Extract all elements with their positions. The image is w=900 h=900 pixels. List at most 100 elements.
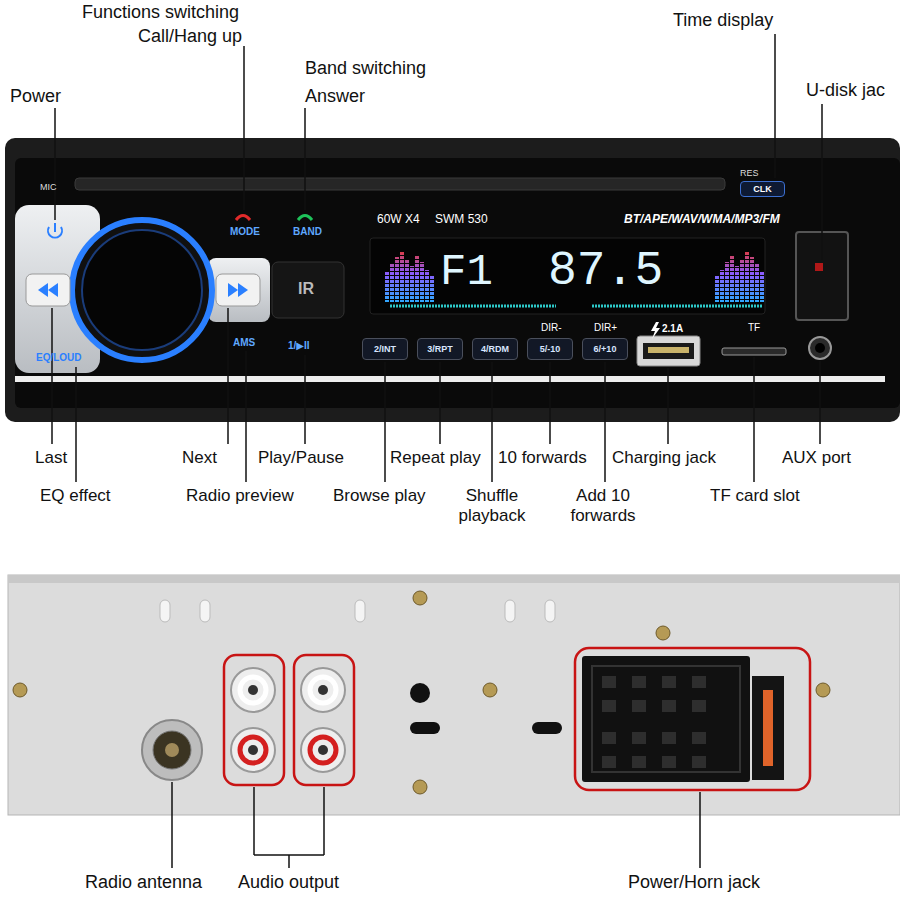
power-connector-part-part [632, 732, 646, 744]
lcd-display-part-part [430, 276, 434, 302]
aux-jack [809, 337, 831, 359]
callout-label: Charging jack [612, 448, 716, 468]
callout-label: TF card slot [710, 486, 800, 506]
front-panel-part [15, 158, 900, 408]
rear-leader-lines-part [171, 782, 173, 868]
usb-charging-port [637, 336, 700, 366]
rca-jacks-part [240, 677, 266, 703]
leader-lines-part [604, 362, 606, 482]
power-connector-part-part [692, 676, 706, 688]
panel-text: SWM 530 [435, 213, 488, 227]
button-key: CLK [740, 181, 785, 197]
screws-part [413, 780, 427, 794]
lcd-display-part-part [420, 262, 424, 302]
callout-label: EQ effect [40, 486, 111, 506]
leader-lines-part [51, 308, 53, 444]
screws-part [656, 626, 670, 640]
leader-lines-part [667, 368, 669, 444]
button-key: 5/-10 [527, 338, 573, 360]
callout-label: U-disk jac [806, 80, 885, 101]
panel-text: DIR- [541, 322, 562, 334]
power-connector-part-part [692, 732, 706, 744]
lcd-display-part-part [740, 260, 744, 302]
callout-label: AUX port [782, 448, 851, 468]
button-label: 4/RDM [481, 345, 509, 354]
panel-text: AMS [233, 337, 255, 349]
skip-buttons [26, 274, 260, 306]
panel-text: BT/APE/WAV/WMA/MP3/FM [624, 213, 780, 227]
leader-lines-part [819, 361, 821, 444]
skip-buttons-part [26, 274, 70, 306]
button-key: 4/RDM [472, 338, 518, 360]
rca-jacks [224, 655, 354, 785]
display-digits: F1 [440, 247, 493, 298]
panel-text: 2.1A [662, 323, 683, 335]
lcd-display-part-part [390, 264, 394, 302]
callout-label: Play/Pause [258, 448, 344, 468]
aux-jack-part [815, 343, 825, 353]
rear-leader-lines-part [288, 855, 290, 868]
power-connector-part-part [662, 676, 676, 688]
power-connector-part-part [692, 700, 706, 712]
leader-lines-part [753, 357, 755, 482]
power-connector-part-part [602, 732, 616, 744]
callout-label: Call/Hang up [138, 26, 242, 47]
power-icon [48, 223, 62, 238]
skip-buttons-part [238, 283, 248, 297]
rca-jacks-part [301, 728, 345, 772]
skip-buttons-part [228, 283, 238, 297]
rca-jacks-part [224, 655, 284, 785]
lcd-display-part-part [715, 276, 719, 302]
leader-lines-part [439, 362, 441, 444]
lcd-display-part [592, 305, 762, 308]
lcd-display-part [390, 305, 556, 308]
leader-lines-part [774, 34, 776, 178]
screws-part [13, 683, 27, 697]
button-key: 6/+10 [582, 338, 628, 360]
panel-text: 1/▶II [288, 340, 310, 352]
power-icon-part [54, 223, 56, 232]
phone-icons-part [236, 216, 250, 221]
phone-icons [236, 216, 312, 221]
power-connector-part-part [632, 700, 646, 712]
volume-knob-part [72, 220, 212, 360]
callout-label: Time display [673, 10, 773, 31]
volume-knob [72, 220, 212, 360]
power-connector-part-part [632, 676, 646, 688]
callout-label: Add 10 forwards [553, 486, 653, 525]
button-label: 5/-10 [540, 345, 561, 354]
front-panel-part [5, 138, 900, 422]
leader-lines-part [304, 108, 306, 210]
button-label: CLK [753, 185, 772, 194]
leader-lines [52, 34, 822, 482]
rear-chassis-part [545, 600, 555, 622]
rear-chassis-part [410, 722, 440, 734]
callout-label: Power/Horn jack [628, 872, 760, 893]
lcd-display-part-part [760, 272, 764, 302]
callout-label: Power [10, 86, 61, 107]
panel-text: TF [748, 322, 760, 334]
lcd-display-part-part [745, 252, 749, 302]
power-connector [575, 648, 810, 790]
skip-buttons-part [48, 283, 58, 297]
rca-jacks-part [318, 745, 328, 755]
rca-jacks-part [240, 737, 266, 763]
panel-text: EQ/LOUD [36, 352, 82, 364]
rca-jacks-part [318, 685, 328, 695]
ir-sensor-mark: IR [298, 280, 314, 298]
power-connector-part-part [602, 756, 616, 768]
button-label: 6/+10 [594, 345, 617, 354]
callout-label: Browse play [333, 486, 426, 506]
leader-lines-part [243, 46, 245, 210]
panel-text: DIR+ [594, 322, 617, 334]
rear-leader-lines-part [323, 787, 325, 855]
antenna-socket-part [142, 720, 202, 780]
leader-lines-part [384, 362, 386, 482]
display-digits: 87.5 [548, 244, 663, 299]
front-panel-part [272, 262, 344, 318]
power-connector-part-part [602, 700, 616, 712]
callout-label: Next [182, 448, 217, 468]
lcd-display-part-part [385, 272, 389, 302]
lcd-display-part-part [425, 270, 429, 302]
